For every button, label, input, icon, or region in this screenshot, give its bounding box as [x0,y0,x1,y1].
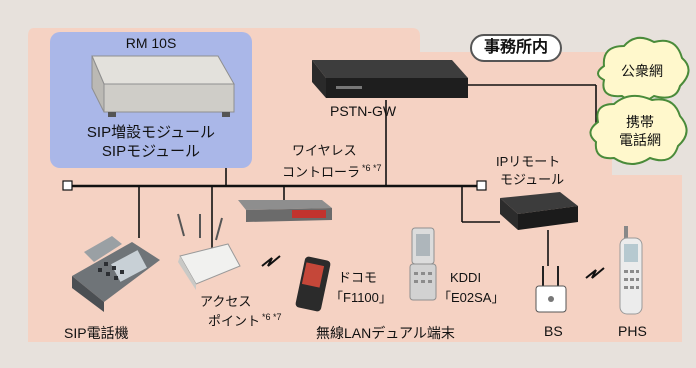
pstn-gateway-icon [312,60,468,98]
docomo-phone-icon [295,256,331,312]
access-point-label-2: ポイント*6 *7 [208,310,282,328]
radio-wave-icon [261,255,605,279]
mobile-network-label-2: 電話網 [619,132,661,148]
docomo-label-1: ドコモ [338,270,378,285]
sip-phone-label: SIP電話機 [64,325,129,341]
cloud-icon [589,36,690,165]
rm-chassis-icon [91,55,235,117]
wireless-controller-name: コントローラ [282,164,361,180]
rm-title: RM 10S [125,35,177,51]
wireless-controller-label-1: ワイヤレス [292,143,357,158]
access-point-icon [177,213,241,290]
docomo-label-2: 「F1100」 [330,290,392,305]
ip-remote-label-1: IPリモート [496,154,561,169]
wireless-controller-icon [238,200,332,222]
office-badge-label: 事務所内 [483,39,548,56]
kddi-phone-icon [409,227,437,301]
connection-lines [68,84,597,266]
bs-label: BS [544,323,563,339]
phs-handset-icon [619,226,643,315]
bus-end-left [62,180,73,191]
ip-remote-label-2: モジュール [500,172,565,187]
kddi-label-2: 「E02SA」 [438,290,505,305]
wireless-controller-notes: *6 *7 [362,163,382,173]
public-network-label: 公衆網 [621,63,663,79]
sip-module-label: SIPモジュール [101,143,201,160]
sip-expansion-module-label: SIP増設モジュール [86,124,216,141]
mobile-network-label-1: 携帯 [626,114,654,130]
wireless-controller-label-2: コントローラ*6 *7 [282,161,382,179]
wlan-dual-terminal-label: 無線LANデュアル端末 [316,325,455,341]
access-point-notes: *6 *7 [262,312,282,322]
base-station-icon [535,266,567,313]
access-point-name: ポイント [208,313,261,329]
sip-desk-phone-icon [72,236,160,312]
office-badge: 事務所内 [470,34,562,62]
kddi-label-1: KDDI [450,270,482,285]
phs-label: PHS [618,323,647,339]
pstn-gw-label: PSTN-GW [330,103,397,119]
bus-end-right [476,180,487,191]
ip-remote-module-icon [500,192,578,230]
access-point-label-1: アクセス [200,294,252,309]
